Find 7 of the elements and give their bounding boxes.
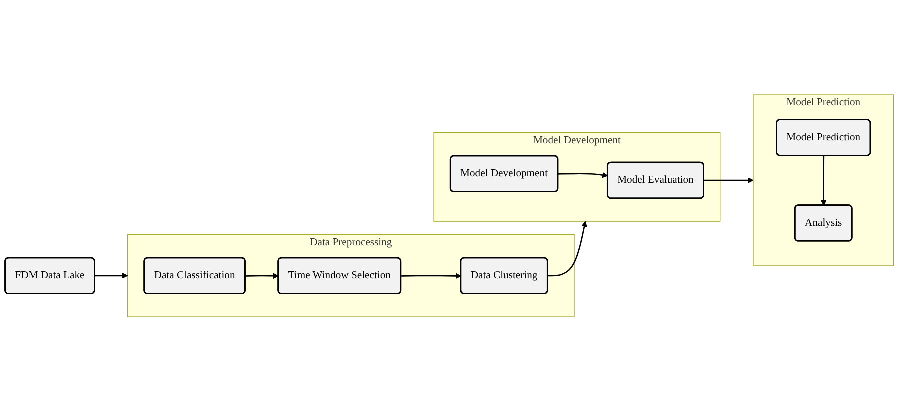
arrow [401,273,462,280]
arrow [820,156,827,206]
arrow [558,172,608,178]
arrow [704,178,754,184]
arrow [548,221,588,277]
arrow [246,273,279,280]
arrow [94,273,128,279]
